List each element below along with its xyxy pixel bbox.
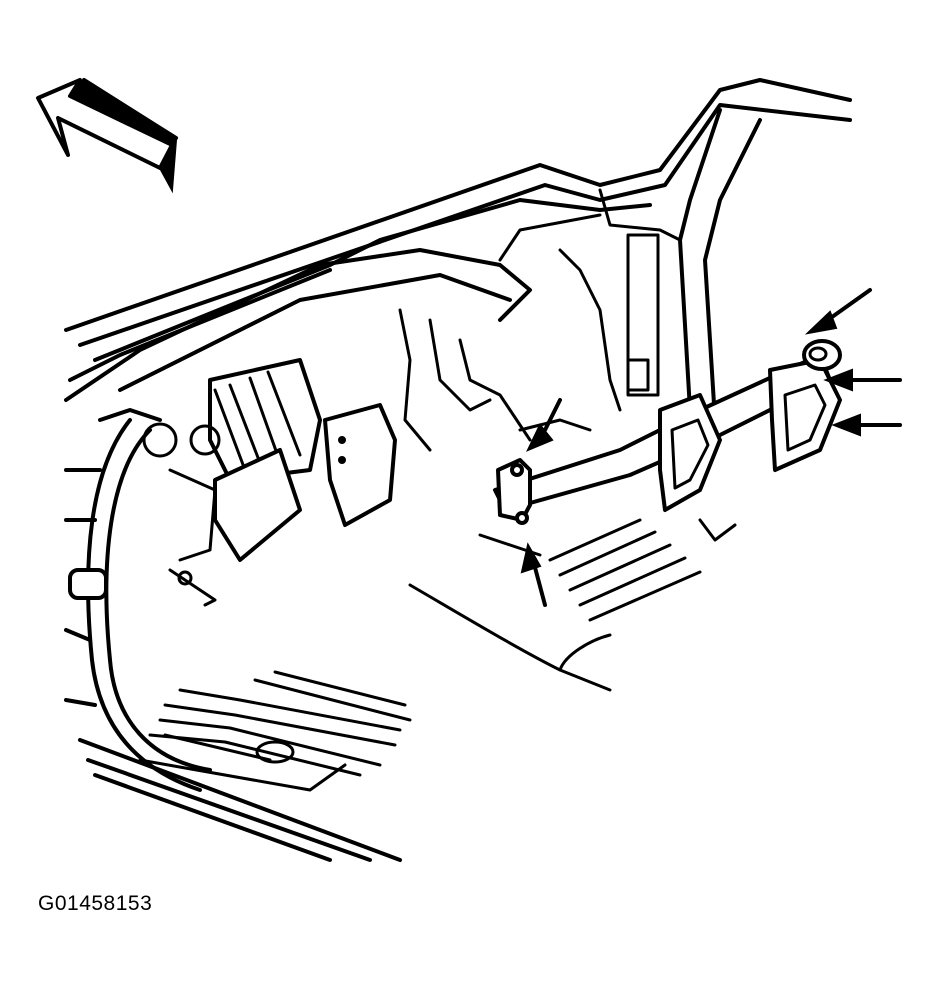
hvac-module [142,358,397,607]
callout-arrow-4 [823,368,902,392]
front-direction-arrow-icon [36,78,178,194]
roof-rail-and-pillar [64,78,852,422]
callout-arrow-3 [804,288,872,335]
callout-arrow-2 [520,542,547,607]
instrument-panel-area [64,248,622,452]
cross-car-beam [493,339,842,525]
floor-ribs-right [408,518,737,692]
callout-arrow-5 [831,413,902,437]
floor-ribs-left [78,670,412,862]
door-opening-frame [64,418,212,792]
callout-arrow-1 [525,398,562,452]
figure-id-label: G01458153 [38,892,153,915]
